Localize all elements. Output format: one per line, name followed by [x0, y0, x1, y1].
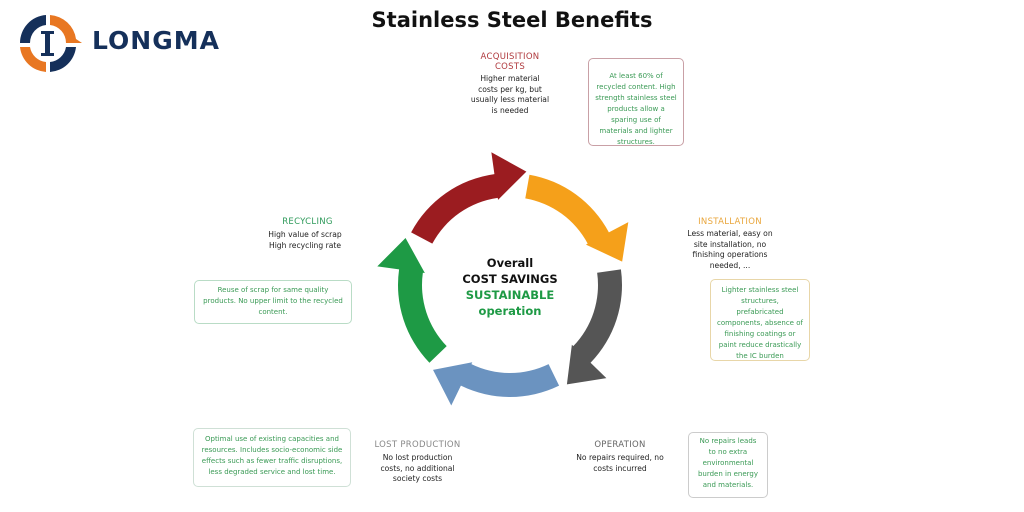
lost-production-arrow-icon: [433, 362, 560, 406]
installation-desc: Less material, easy on site installation…: [687, 229, 773, 270]
center-label: Overall COST SAVINGS SUSTAINABLE operati…: [440, 255, 580, 319]
lost-production-desc: No lost production costs, no additional …: [380, 453, 455, 483]
installation-note: Lighter stainless steel structures, pref…: [710, 279, 810, 361]
center-line-overall: Overall: [486, 256, 534, 270]
page-title: Stainless Steel Benefits: [371, 8, 653, 32]
acquisition-arrow-icon: [411, 152, 527, 244]
recycling-arrow-icon: [377, 238, 447, 363]
center-line-operation: operation: [478, 304, 542, 318]
acquisition-note: At least 60% of recycled content. High s…: [588, 58, 684, 146]
lost-production-note: Optimal use of existing capacities and r…: [193, 428, 351, 487]
installation-arrow-icon: [525, 174, 629, 262]
center-line-sustainable: SUSTAINABLE: [465, 288, 555, 302]
operation-note: No repairs leads to no extra environment…: [688, 432, 768, 498]
recycling-note: Reuse of scrap for same quality products…: [194, 280, 352, 324]
recycling-heading: RECYCLING: [282, 217, 333, 227]
center-line-cost-savings: COST SAVINGS: [462, 272, 558, 286]
recycling-desc: High value of scrap High recycling rate: [268, 230, 342, 250]
operation-desc: No repairs required, no costs incurred: [576, 453, 664, 473]
operation-arrow-icon: [566, 269, 622, 385]
longma-logo: [16, 12, 236, 74]
brand-name: LONGMA: [92, 26, 220, 55]
lost-production-heading: LOST PRODUCTION: [374, 440, 461, 450]
operation-heading: OPERATION: [594, 440, 646, 450]
installation-heading: INSTALLATION: [698, 217, 762, 227]
acquisition-desc: Higher material costs per kg, but usuall…: [470, 74, 550, 115]
acquisition-heading: ACQUISITION COSTS: [480, 52, 540, 72]
compass-logo-icon: [19, 15, 82, 72]
